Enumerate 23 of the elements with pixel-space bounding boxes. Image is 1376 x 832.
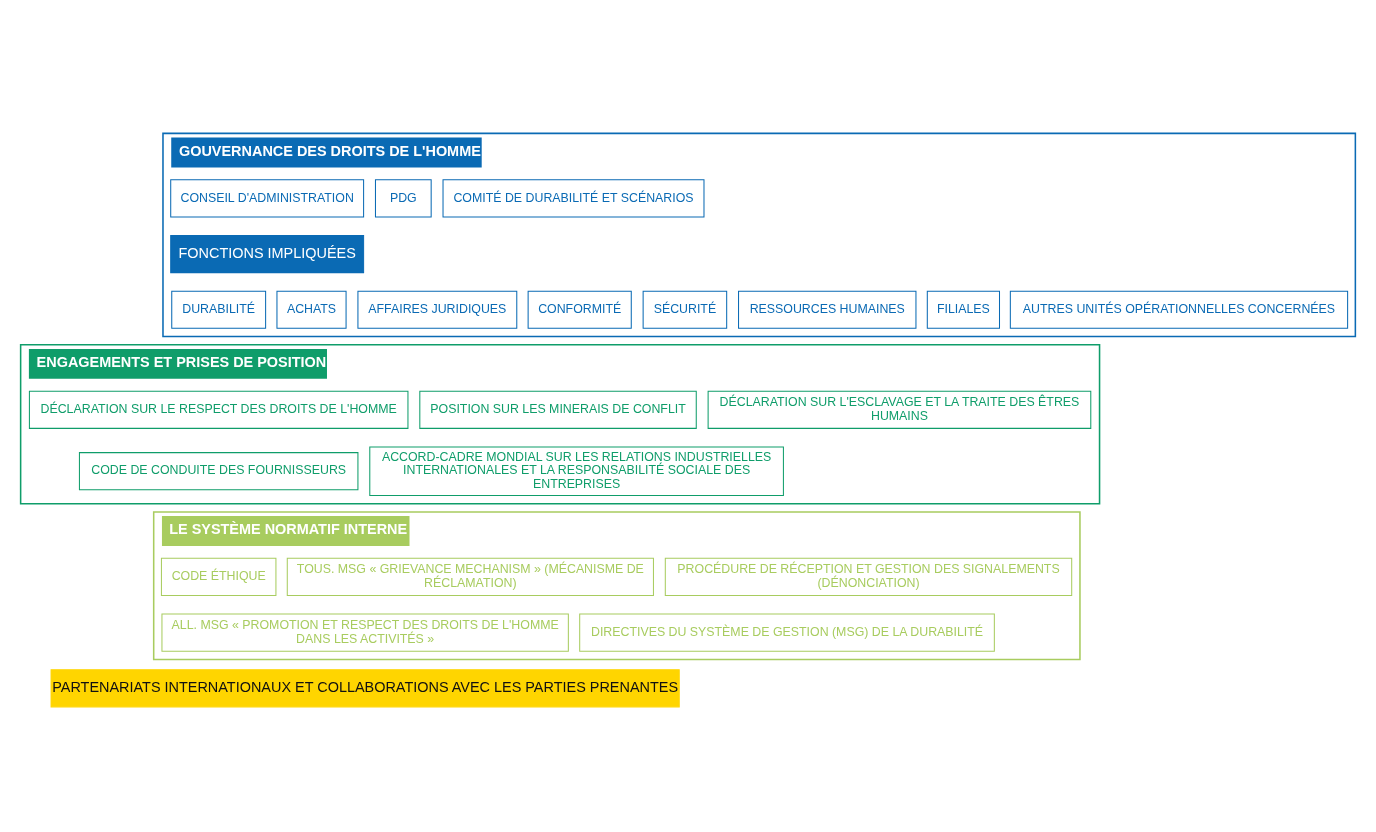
node-box: DIRECTIVES DU SYSTÈME DE GESTION (MSG) DE LA DURABILITÉ [579,613,995,652]
node-box: PARTENARIATS INTERNATIONAUX ET COLLABORATIONS AVEC LES PARTIES PRENANTES [50,669,680,708]
node-box: DÉCLARATION SUR LE RESPECT DES DROITS DE L'HOMME [28,390,409,429]
node-box: AUTRES UNITÉS OPÉRATIONNELLES CONCERNÉES [1009,290,1349,329]
node-box: SÉCURITÉ [642,290,728,329]
node-box: ACHATS [276,290,347,329]
node-box: DÉCLARATION SUR L'ESCLAVAGE ET LA TRAITE DES ÊTRES HUMAINS [707,390,1092,429]
node-box: ACCORD-CADRE MONDIAL SUR LES RELATIONS INDUSTRIELLES INTERNATIONALES ET LA RESPONSABILITÉ SOCIALE DES ENTREPRISES [369,446,784,496]
node-box: POSITION SUR LES MINERAIS DE CONFLIT [419,390,697,429]
node-box: DURABILITÉ [171,290,267,329]
node-box: CONSEIL D'ADMINISTRATION [170,179,365,218]
node-box: COMITÉ DE DURABILITÉ ET SCÉNARIOS [442,179,705,218]
node-box: PROCÉDURE DE RÉCEPTION ET GESTION DES SIGNALEMENTS (DÉNONCIATION) [664,557,1073,596]
node-box: TOUS. MSG « GRIEVANCE MECHANISM » (MÉCANISME DE RÉCLAMATION) [286,557,654,596]
node-box: PDG [374,179,432,218]
node-box: CONFORMITÉ [527,290,632,329]
node-box: CODE DE CONDUITE DES FOURNISSEURS [78,452,359,491]
node-box: FONCTIONS IMPLIQUÉES [170,234,365,274]
node-box: CODE ÉTHIQUE [160,557,277,596]
node-box: AFFAIRES JURIDIQUES [357,290,518,329]
node-box: FILIALES [926,290,1000,329]
node-box: ALL. MSG « PROMOTION ET RESPECT DES DROITS DE L'HOMME DANS LES ACTIVITÉS » [161,613,569,652]
node-box: RESSOURCES HUMAINES [738,290,917,329]
